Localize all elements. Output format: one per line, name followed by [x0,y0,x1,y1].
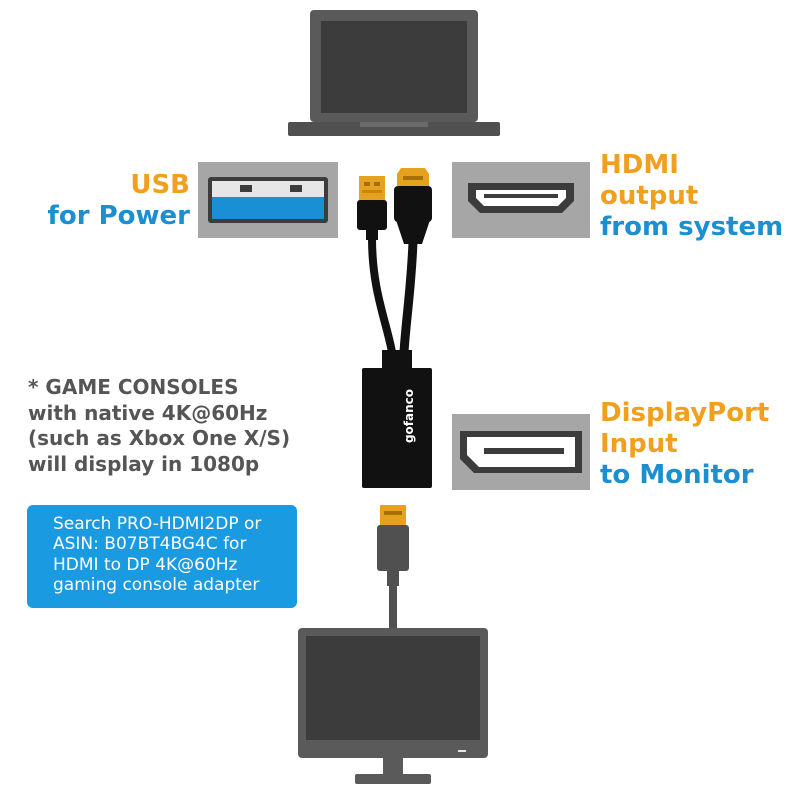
usb-cable [368,234,396,356]
dp-label-line2: Input [600,429,678,460]
hdmi-label-line2: output [600,181,699,212]
dp-label-line3: to Monitor [600,460,754,491]
hdmi-port-icon [452,162,590,238]
adapter-brand-label: gofanco [402,389,416,443]
displayport-cable [389,584,397,630]
hdmi-cable [399,237,418,357]
displayport-port-icon [452,414,590,490]
hdmi-connector-icon [394,168,432,244]
note-line: * GAME CONSOLES [28,375,239,399]
dp-label-line1: DisplayPort [600,398,770,428]
laptop-icon [288,10,500,136]
callout-line: gaming console adapter [53,575,260,596]
usb-label-line1: USB [130,170,190,200]
callout-line: ASIN: B07BT4BG4C for [53,534,247,555]
usb-port-icon [198,162,338,238]
note-line: with native 4K@60Hz [28,400,268,425]
monitor-icon [298,628,488,784]
usb-label-line2: for Power [47,201,190,232]
note-line: (such as Xbox One X/S) [28,426,291,451]
note-line: will display in 1080p [28,451,260,476]
usb-connector-icon [357,176,387,240]
search-callout-box: Search PRO-HDMI2DP or ASIN: B07BT4BG4C f… [27,505,297,608]
callout-line: HDMI to DP 4K@60Hz [53,554,238,575]
hdmi-output-label: HDMI output from system [600,150,800,244]
game-console-note: * GAME CONSOLES with native 4K@60Hz (suc… [28,375,348,477]
hdmi-label-line1: HDMI [600,150,679,180]
callout-line: Search PRO-HDMI2DP or [53,514,262,534]
displayport-input-label: DisplayPort Input to Monitor [600,398,800,492]
adapter-body: gofanco [362,350,432,488]
hdmi-label-line3: from system [600,212,784,243]
usb-power-label: USB for Power [40,170,190,232]
displayport-connector-icon [377,505,409,586]
